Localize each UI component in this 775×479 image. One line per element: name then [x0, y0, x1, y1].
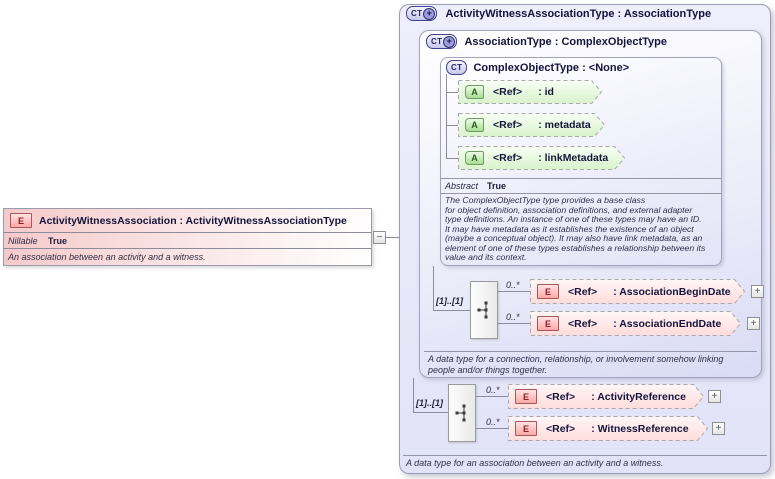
attribute-ref: <Ref> — [493, 152, 523, 164]
element-name: : AssociationBeginDate — [613, 285, 731, 298]
outer-type-title: ActivityWitnessAssociationType : Associa… — [445, 7, 712, 20]
association-type-annotation: A data type for a connection, relationsh… — [428, 354, 724, 375]
connector-line — [413, 378, 414, 412]
connector-line — [446, 92, 458, 93]
facet-value: True — [487, 181, 507, 191]
complex-type-icon-label: CT — [411, 9, 423, 18]
element-node-activity-reference[interactable]: E <Ref> : ActivityReference — [508, 384, 704, 409]
element-node-association-end-date[interactable]: E <Ref> : AssociationEndDate — [530, 311, 741, 336]
element-ref: <Ref> — [568, 285, 598, 298]
element-icon: E — [537, 316, 559, 331]
attribute-name: : linkMetadata — [538, 152, 609, 164]
attribute-node-metadata[interactable]: A <Ref> : metadata — [458, 113, 605, 137]
occurrence-label: 0..* — [486, 417, 500, 427]
complex-object-type-header: CT ComplexObjectType : <None> — [446, 60, 629, 75]
collapse-button[interactable]: − — [373, 231, 386, 244]
element-header: E ActivityWitnessAssociation : ActivityW… — [10, 213, 347, 228]
attribute-ref: <Ref> — [493, 119, 523, 131]
connector-line — [476, 428, 508, 429]
outer-type-annotation: A data type for an association between a… — [406, 458, 664, 468]
element-ref: <Ref> — [568, 317, 598, 330]
activity-witness-association-element-box[interactable]: E ActivityWitnessAssociation : ActivityW… — [3, 208, 372, 266]
plus-circle-icon: + — [443, 35, 456, 48]
facet-name: Abstract — [445, 181, 479, 191]
complex-object-type-title: ComplexObjectType : <None> — [473, 61, 630, 74]
element-node-association-begin-date[interactable]: E <Ref> : AssociationBeginDate — [530, 279, 745, 304]
connector-line — [476, 396, 508, 397]
attribute-name: : metadata — [538, 119, 591, 131]
facet-value: True — [48, 236, 68, 246]
complex-type-icon-label: CT — [431, 37, 443, 46]
separator-line — [441, 193, 721, 194]
connector-line — [498, 291, 530, 292]
occurrence-label: 0..* — [506, 312, 520, 322]
expand-button[interactable]: + — [751, 285, 764, 298]
separator-line — [403, 455, 767, 456]
attribute-name: : id — [538, 86, 554, 98]
occurrence-label: 0..* — [506, 280, 520, 290]
plus-circle-icon: + — [423, 7, 436, 20]
sequence-compositor-icon — [448, 384, 476, 442]
attribute-node-id[interactable]: A <Ref> : id — [458, 80, 602, 104]
attribute-icon: A — [465, 151, 484, 165]
attribute-ref: <Ref> — [493, 86, 523, 98]
association-type-header: CT + AssociationType : ComplexObjectType — [426, 34, 667, 49]
element-ref: <Ref> — [546, 390, 576, 403]
complex-type-plus-icon: CT + — [406, 6, 438, 21]
element-name: : ActivityReference — [591, 390, 686, 403]
separator-line — [4, 248, 371, 249]
element-node-witness-reference[interactable]: E <Ref> : WitnessReference — [508, 416, 708, 441]
association-type-title: AssociationType : ComplexObjectType — [464, 35, 667, 48]
connector-line — [433, 310, 470, 311]
sequence-cardinality: [1]..[1] — [436, 296, 463, 306]
complex-type-plus-icon: CT + — [426, 34, 458, 49]
element-annotation: An association between an activity and a… — [8, 252, 206, 262]
attribute-icon: A — [465, 85, 484, 99]
outer-type-header: CT + ActivityWitnessAssociationType : As… — [406, 6, 711, 21]
connector-line — [446, 158, 458, 159]
separator-line — [4, 232, 371, 233]
connector-line — [446, 74, 447, 158]
attribute-node-link-metadata[interactable]: A <Ref> : linkMetadata — [458, 146, 625, 170]
attribute-icon: A — [465, 118, 484, 132]
expand-button[interactable]: + — [747, 317, 760, 330]
element-icon: E — [10, 213, 32, 228]
separator-line — [424, 351, 757, 352]
occurrence-label: 0..* — [486, 385, 500, 395]
type-description: The ComplexObjectType type provides a ba… — [445, 195, 706, 262]
sequence-cardinality: [1]..[1] — [416, 398, 443, 408]
element-title: ActivityWitnessAssociation : ActivityWit… — [39, 214, 347, 227]
connector-line — [386, 237, 399, 238]
complex-type-icon: CT — [446, 60, 468, 75]
complex-type-icon-label: CT — [451, 63, 463, 72]
element-icon: E — [515, 421, 537, 436]
connector-line — [498, 323, 530, 324]
element-icon: E — [537, 284, 559, 299]
connector-line — [446, 125, 458, 126]
element-name: : WitnessReference — [591, 422, 689, 435]
sequence-compositor-icon — [470, 281, 498, 339]
element-ref: <Ref> — [546, 422, 576, 435]
facet-name: Nillable — [8, 236, 38, 246]
connector-line — [413, 412, 448, 413]
expand-button[interactable]: + — [708, 390, 721, 403]
separator-line — [441, 178, 721, 179]
connector-line — [433, 266, 434, 310]
element-icon: E — [515, 389, 537, 404]
expand-button[interactable]: + — [712, 422, 725, 435]
element-name: : AssociationEndDate — [613, 317, 722, 330]
